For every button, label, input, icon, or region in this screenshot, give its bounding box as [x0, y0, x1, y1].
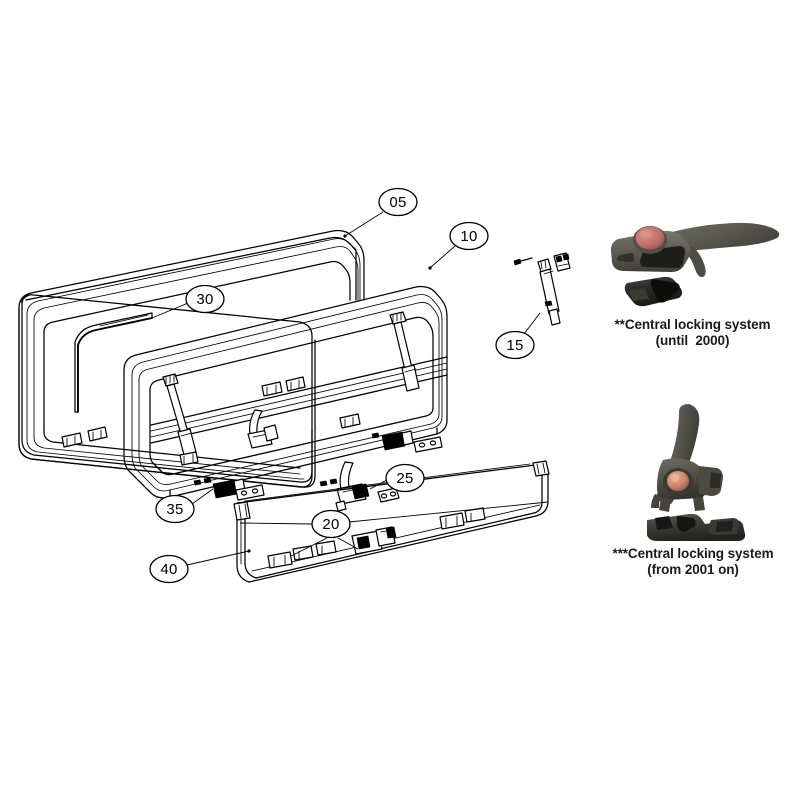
callout-35[interactable]: 35 — [155, 494, 195, 524]
photo-caption-line2: (until 2000) — [655, 333, 730, 349]
sash-stay-right — [389, 311, 420, 392]
inner-sash-frame — [123, 285, 448, 499]
callout-bubble[interactable] — [185, 284, 225, 314]
photo-caption-line2: (from 2001 on) — [647, 562, 739, 578]
callout-bubble[interactable] — [155, 494, 195, 524]
callout-label: 30 — [196, 291, 213, 308]
callout-bubble[interactable] — [149, 554, 189, 584]
rubber-seal — [74, 312, 153, 413]
rail-clips — [267, 507, 486, 569]
handle-horizontal-illustration — [610, 222, 779, 307]
callout-label: 25 — [396, 470, 413, 487]
bottom-rail — [233, 460, 550, 583]
callout-30[interactable]: 30 — [185, 284, 225, 314]
callout-label: 15 — [506, 337, 523, 354]
photo-caption-line1: ***Central locking system — [612, 546, 774, 561]
sash-center-handle — [247, 409, 279, 449]
callout-05[interactable]: 05 — [378, 187, 418, 217]
sash-rail-clips — [61, 376, 361, 466]
sash-stay-left — [162, 373, 197, 456]
callout-bubble[interactable] — [449, 221, 489, 251]
gas-strut — [513, 252, 571, 326]
catch-latch-upper — [371, 430, 443, 453]
callout-label: 20 — [322, 516, 339, 533]
callout-label: 05 — [389, 194, 406, 211]
photo-caption-line1: **Central locking system — [614, 317, 771, 332]
handle-mechanism — [319, 461, 400, 512]
callout-10[interactable]: 10 — [449, 221, 489, 251]
photo-central-locking-until-2000: **Central locking system (until 2000) — [590, 205, 795, 350]
callout-label: 40 — [160, 561, 177, 578]
callout-label: 35 — [166, 501, 183, 518]
callout-bubbles: 05 10 30 15 25 35 20 40 — [149, 187, 535, 584]
handle-photo-horizontal — [593, 205, 793, 317]
handle-photo-vertical — [593, 398, 793, 546]
callout-bubble[interactable] — [378, 187, 418, 217]
callout-bubble[interactable] — [311, 509, 351, 539]
callout-25[interactable]: 25 — [385, 463, 425, 493]
callout-label: 10 — [460, 228, 477, 245]
photo-central-locking-from-2001: ***Central locking system (from 2001 on) — [588, 398, 798, 579]
leader-lines — [151, 211, 549, 566]
callout-bubble[interactable] — [385, 463, 425, 493]
catch-latch — [193, 477, 265, 501]
callout-40[interactable]: 40 — [149, 554, 189, 584]
handle-vertical-illustration — [647, 404, 746, 541]
outer-frame — [18, 229, 365, 488]
callout-15[interactable]: 15 — [495, 330, 535, 360]
callout-bubble[interactable] — [495, 330, 535, 360]
callout-20[interactable]: 20 — [311, 509, 351, 539]
